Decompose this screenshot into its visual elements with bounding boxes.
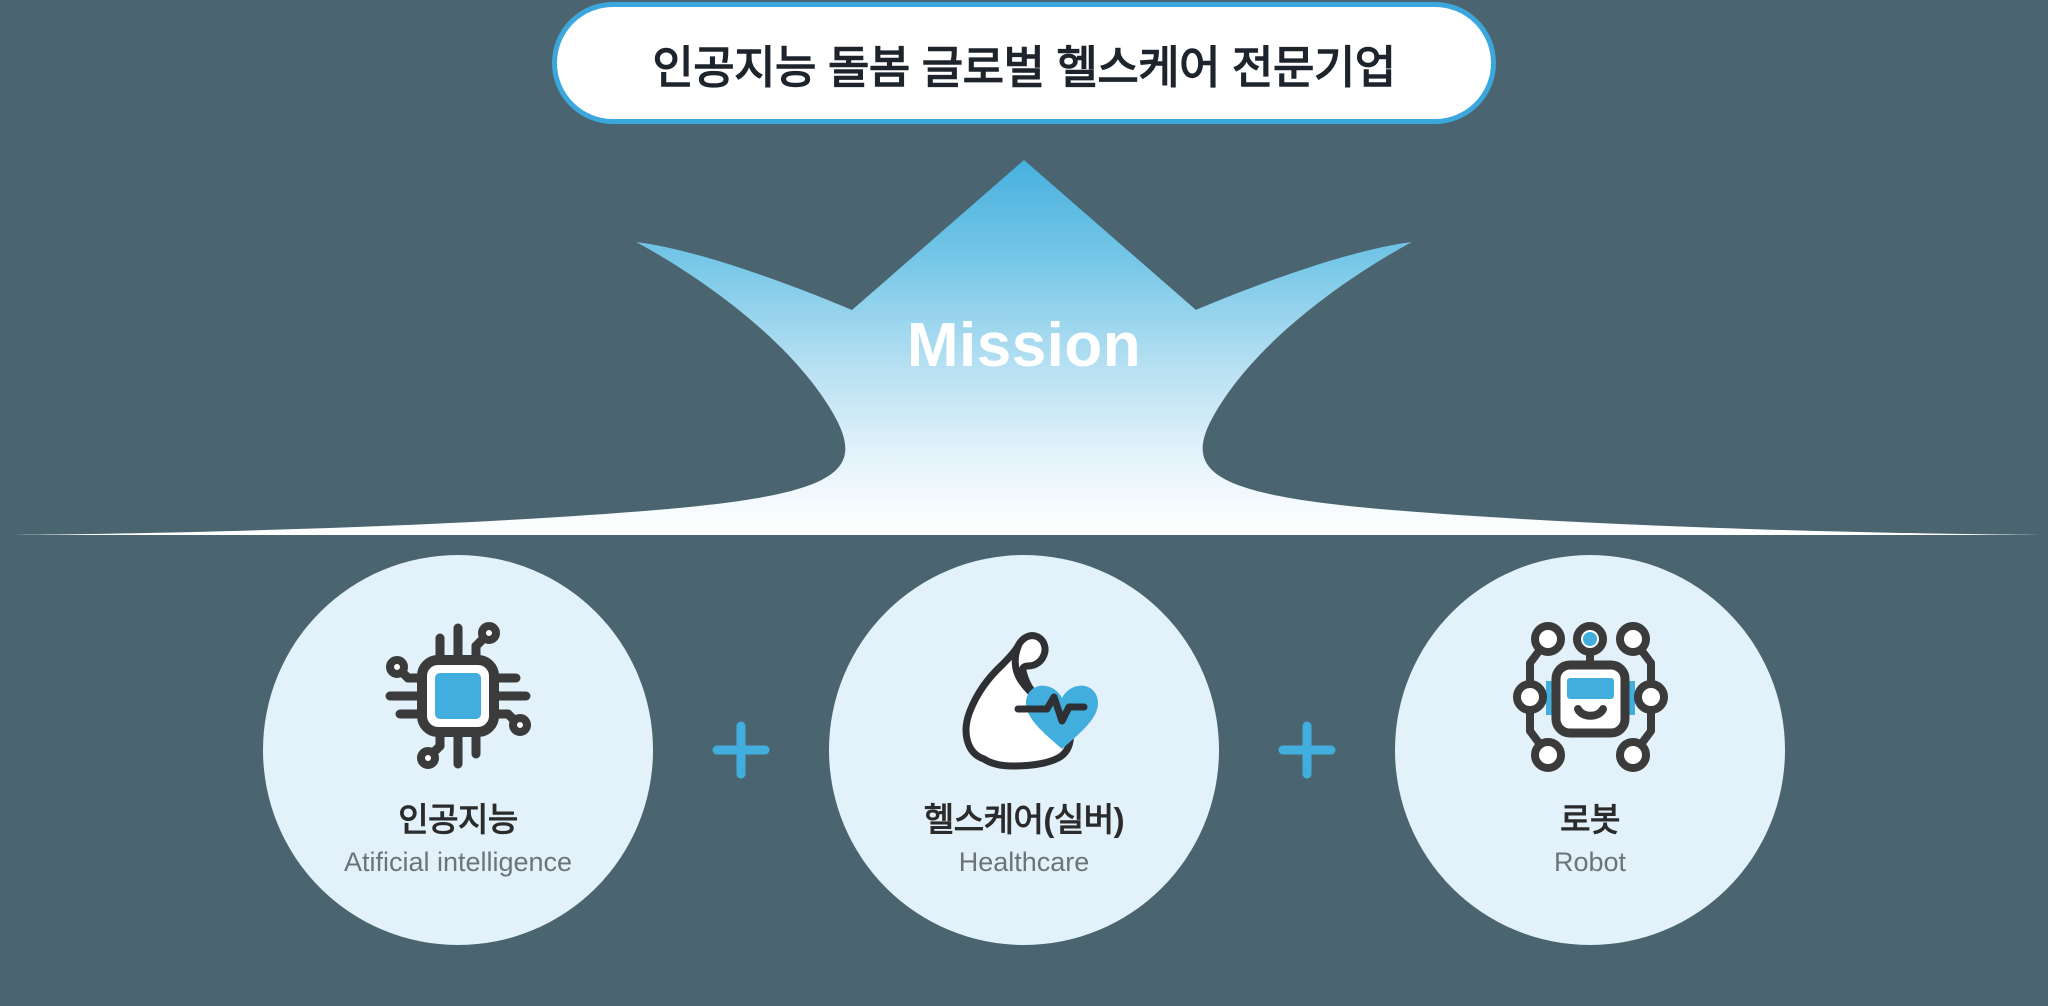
pillar-label-en: Atificial intelligence [343, 847, 573, 877]
pillar-label-ko: 로봇 [1560, 801, 1620, 838]
pillar-label-ko: 인공지능 [398, 801, 518, 838]
pillar-label-ko: 헬스케어(실버) [923, 801, 1125, 838]
bicep-heart-icon [939, 621, 1109, 771]
mission-arrow [0, 160, 2048, 535]
pillars-row: 인공지능 Atificial intelligence [0, 555, 2048, 1006]
pillar-robot[interactable]: 로봇 Robot [1395, 555, 1785, 945]
separator-plus-1 [653, 555, 829, 945]
page-title: 인공지능 돌봄 글로벌 헬스케어 전문기업 [652, 41, 1396, 93]
pillar-healthcare[interactable]: 헬스케어(실버) Healthcare [829, 555, 1219, 945]
separator-plus-2 [1219, 555, 1395, 945]
up-arrow-shape-icon [0, 160, 2048, 535]
pillar-artificial-intelligence[interactable]: 인공지능 Atificial intelligence [263, 555, 653, 945]
ai-chip-icon [373, 621, 543, 771]
plus-icon [1278, 721, 1336, 779]
pillar-label-en: Robot [1553, 847, 1627, 877]
plus-icon [712, 721, 770, 779]
robot-network-icon [1505, 621, 1675, 772]
company-tagline-pill: 인공지능 돌봄 글로벌 헬스케어 전문기업 [552, 2, 1496, 124]
pillar-label-en: Healthcare [958, 847, 1090, 877]
